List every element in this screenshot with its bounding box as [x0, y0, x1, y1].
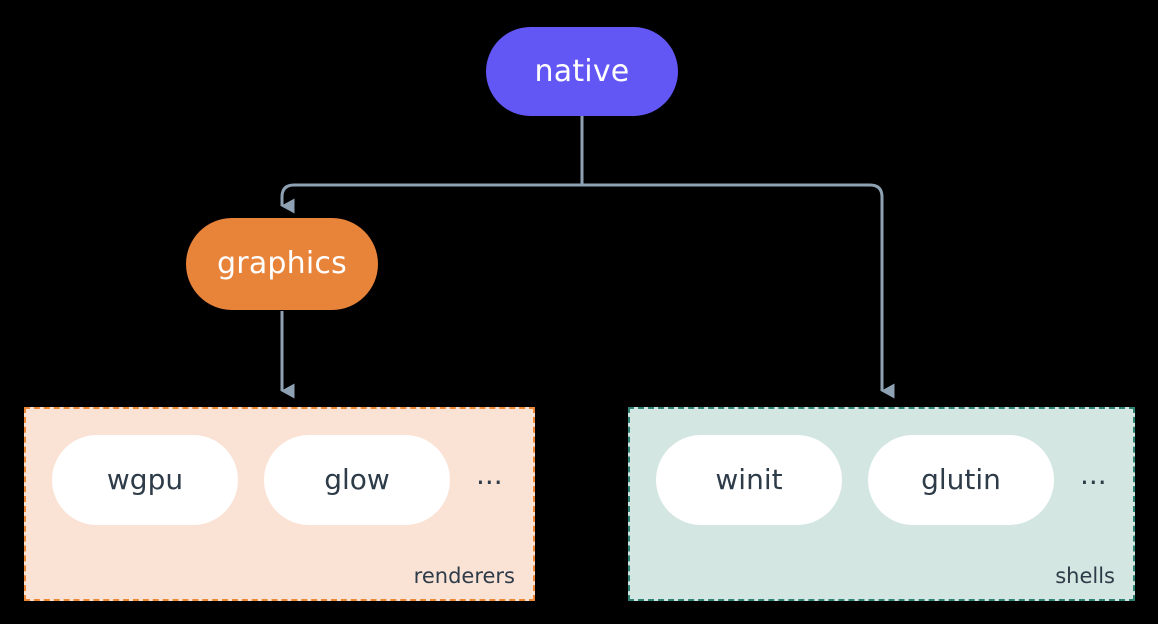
leaf-wgpu-label: wgpu	[106, 463, 184, 496]
node-graphics-label: graphics	[217, 246, 347, 281]
group-renderers-items: wgpu glow ...	[52, 435, 503, 525]
group-shells[interactable]: winit glutin ... shells	[628, 407, 1135, 601]
leaf-glow-label: glow	[324, 463, 390, 496]
group-renderers-overflow-ellipsis: ...	[476, 458, 503, 491]
group-renderers[interactable]: wgpu glow ... renderers	[24, 407, 535, 601]
leaf-winit-label: winit	[715, 463, 783, 496]
leaf-glow[interactable]: glow	[264, 435, 450, 525]
group-renderers-label: renderers	[413, 564, 515, 588]
node-native[interactable]: native	[486, 27, 678, 116]
group-shells-label: shells	[1055, 564, 1115, 588]
group-shells-items: winit glutin ...	[656, 435, 1107, 525]
edge-native-to-shells	[582, 183, 895, 399]
node-native-label: native	[534, 53, 630, 89]
leaf-winit[interactable]: winit	[656, 435, 842, 525]
leaf-wgpu[interactable]: wgpu	[52, 435, 238, 525]
leaf-glutin[interactable]: glutin	[868, 435, 1054, 525]
group-shells-overflow-ellipsis: ...	[1080, 458, 1107, 491]
edge-native-to-graphics	[280, 183, 582, 214]
node-graphics[interactable]: graphics	[186, 218, 378, 310]
leaf-glutin-label: glutin	[921, 463, 1001, 496]
